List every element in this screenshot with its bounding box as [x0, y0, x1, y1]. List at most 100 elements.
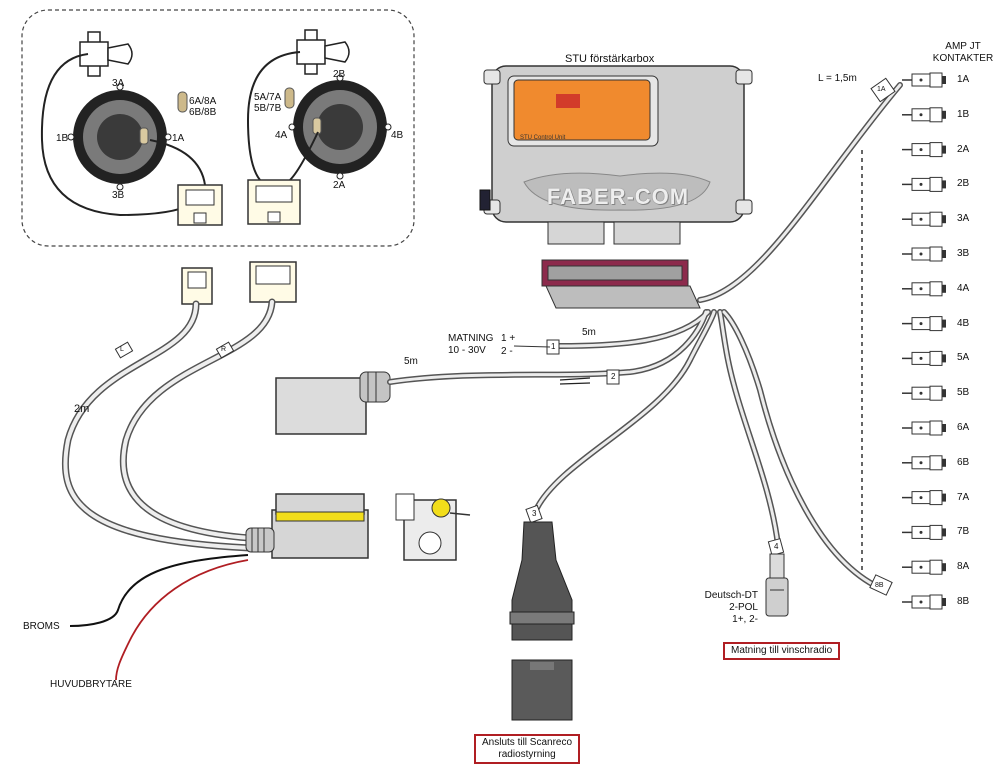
amp-contact-7b [902, 524, 946, 540]
js-right-left: 4A [275, 130, 288, 141]
toggle-switch-left [79, 31, 133, 77]
stu-brand: FABER-COM [546, 184, 690, 209]
amp-label-7a: 7A [957, 491, 970, 503]
tag-3-text: 3 [532, 509, 537, 518]
amp-label-4b: 4B [957, 317, 970, 329]
js-left-bottom: 3B [112, 190, 125, 201]
amp-label-5b: 5B [957, 387, 970, 399]
amp-label-8a: 8A [957, 561, 970, 573]
stu-panel-text: STU Control Unit [520, 135, 566, 141]
amp-contact-6b [902, 455, 946, 471]
amp-contact-5a [902, 350, 946, 366]
amp-label-4a: 4A [957, 282, 970, 294]
cable-tag-r [215, 341, 235, 359]
cable-5m-b: 5m [582, 327, 596, 338]
junction-box [245, 493, 369, 559]
stu-box [479, 65, 753, 245]
cable-tag-l [114, 341, 134, 359]
huvudbrytare-wire [115, 559, 249, 681]
huvudbrytare-label: HUVUDBRYTARE [50, 679, 132, 690]
amp-contact-4b [902, 316, 946, 332]
tag-8B [869, 574, 893, 596]
tag-1a-text: 1A [877, 86, 886, 93]
amp-header-2: KONTAKTER [932, 53, 994, 64]
stu-connector [541, 259, 701, 309]
tag-2-text: 2 [611, 372, 616, 381]
tag-l-text: L [120, 346, 124, 353]
tag-4-text: 4 [774, 542, 779, 551]
amp-contact-3b [902, 246, 946, 262]
amp-contact-6a [902, 420, 946, 436]
amp-contact-2a [902, 142, 946, 158]
js-left-top: 3A [112, 78, 125, 89]
panel-connector-left [177, 184, 223, 226]
amp-contact-4a [902, 281, 946, 297]
matning-label: MATNING [448, 333, 494, 344]
tag-1-text: 1 [551, 342, 556, 351]
joystick-left [67, 83, 172, 191]
matning-plus: 1 + [501, 333, 516, 344]
js-right-top: 2B [333, 69, 346, 80]
amp-contacts [902, 72, 946, 610]
amp-label-1b: 1B [957, 108, 970, 120]
junction-base [395, 493, 471, 561]
tag-1A [870, 77, 896, 103]
amp-label-1a: 1A [957, 74, 970, 85]
amp-label-2a: 2A [957, 143, 970, 155]
amp-length: L = 1,5m [818, 73, 857, 84]
broms-wire [69, 554, 249, 627]
matning-voltage: 10 - 30V [448, 345, 486, 356]
amp-contact-7a [902, 490, 946, 506]
js-right-tag-2: 5B/7B [254, 103, 282, 114]
js-right-bottom: 2A [333, 180, 346, 191]
amp-contact-1b [902, 107, 946, 123]
amp-label-2b: 2B [957, 178, 970, 190]
amp-label-7b: 7B [957, 526, 970, 538]
amp-contact-3a [902, 211, 946, 227]
note-scanreco: Ansluts till Scanreco radiostyrning [474, 734, 581, 764]
tag-r-text: R [221, 346, 227, 353]
js-right-tag-1: 5A/7A [254, 92, 282, 103]
deutsch-line-2: 2-POL [729, 602, 758, 613]
amp-header-1: AMP JT [945, 41, 981, 52]
cable-2m: 2m [74, 403, 90, 415]
amp-contact-8b [902, 594, 946, 610]
amp-label-3a: 3A [957, 213, 970, 225]
note-scanreco-line-1: Ansluts till Scanreco [482, 737, 573, 748]
toggle-switch-right [296, 29, 350, 75]
stu-title: STU förstärkarbox [565, 53, 655, 65]
hood-connector [275, 371, 391, 435]
broms-label: BROMS [23, 621, 60, 632]
amp-contact-8a [902, 559, 946, 575]
amp-label-6a: 6A [957, 422, 970, 433]
cable-connector-left [181, 267, 213, 305]
tag-right [284, 87, 295, 109]
tag-3 [525, 504, 543, 524]
js-right-right: 4B [391, 130, 404, 141]
amp-contact-2b [902, 176, 946, 192]
amp-contact-5b [902, 385, 946, 401]
tag-left [177, 91, 188, 113]
amp-label-5a: 5A [957, 352, 970, 364]
amp-label-3b: 3B [957, 248, 970, 259]
note-scanreco-line-2: radiostyrning [498, 749, 556, 760]
deutsch-line-3: 1+, 2- [732, 614, 758, 625]
amp-label-6b: 6B [957, 456, 970, 468]
tag-2 [606, 369, 620, 385]
js-left-tag-2: 6B/8B [189, 107, 217, 118]
tag-8b-text: 8B [875, 582, 884, 589]
amp-contact-1a [902, 72, 946, 88]
amp-label-8b: 8B [957, 596, 970, 607]
scanreco-connector [509, 521, 575, 721]
joystick-right [288, 74, 392, 180]
deutsch-connector [765, 553, 789, 617]
cable-connector-right [249, 261, 297, 303]
deutsch-line-1: Deutsch-DT [704, 590, 758, 601]
note-vinschradio: Matning till vinschradio [723, 642, 841, 660]
js-left-right: 1A [172, 133, 185, 144]
js-left-tag-1: 6A/8A [189, 96, 217, 107]
panel-connector-right [247, 179, 301, 225]
js-left-left: 1B [56, 133, 69, 144]
matning-minus: 2 - [501, 346, 513, 357]
